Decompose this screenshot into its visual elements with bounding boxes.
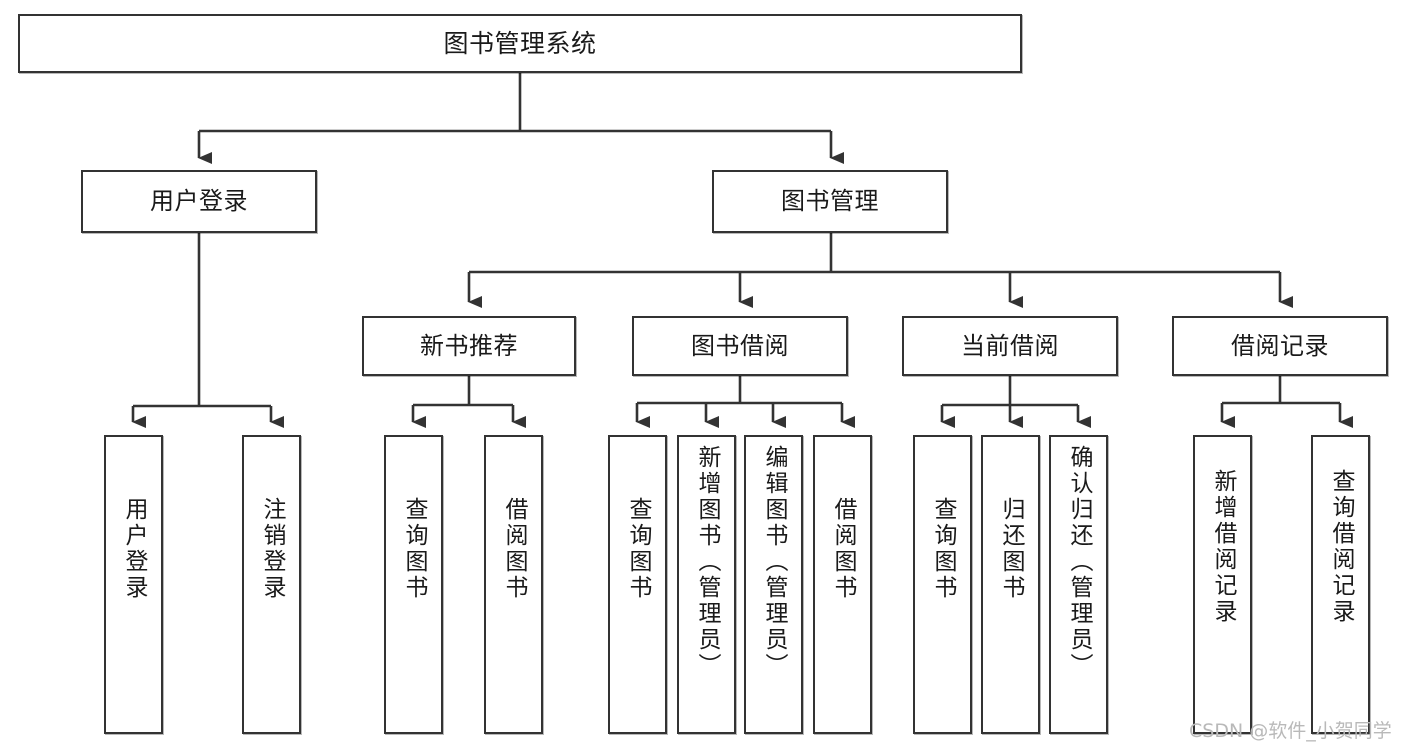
node-label: 借阅图书 <box>501 497 527 601</box>
csdn-watermark: CSDN @软件_小贺同学 <box>1189 720 1392 742</box>
node-user-login[interactable]: 用户登录 <box>81 170 317 233</box>
node-label: 查询图书 <box>930 497 956 601</box>
node-label: 查询借阅记录 <box>1328 469 1354 625</box>
node-label: 新增借阅记录 <box>1210 469 1236 625</box>
node-label: 编辑图书（管理员） <box>761 445 787 679</box>
node-label: 归还图书 <box>998 497 1024 601</box>
node-label: 借阅记录 <box>1231 331 1329 360</box>
node-label: 新增图书（管理员） <box>694 445 720 679</box>
leaf-add-borrow-record[interactable]: 新增借阅记录 <box>1193 435 1252 734</box>
node-new-book-rec[interactable]: 新书推荐 <box>362 316 576 376</box>
leaf-query-book-current[interactable]: 查询图书 <box>913 435 972 734</box>
leaf-confirm-return-admin[interactable]: 确认归还（管理员） <box>1049 435 1108 734</box>
node-borrow-record[interactable]: 借阅记录 <box>1172 316 1388 376</box>
node-label: 借阅图书 <box>830 497 856 601</box>
node-current-borrow[interactable]: 当前借阅 <box>902 316 1118 376</box>
node-label: 图书借阅 <box>691 331 789 360</box>
node-book-borrow[interactable]: 图书借阅 <box>632 316 848 376</box>
leaf-borrow-book-borrow[interactable]: 借阅图书 <box>813 435 872 734</box>
node-label: 用户登录 <box>121 497 147 601</box>
node-label: 图书管理系统 <box>443 28 597 58</box>
leaf-query-book-rec[interactable]: 查询图书 <box>384 435 443 734</box>
leaf-user-login[interactable]: 用户登录 <box>104 435 163 734</box>
node-label: 查询图书 <box>625 497 651 601</box>
node-book-manage[interactable]: 图书管理 <box>712 170 948 233</box>
leaf-query-borrow-record[interactable]: 查询借阅记录 <box>1311 435 1370 734</box>
node-root-system[interactable]: 图书管理系统 <box>18 14 1022 73</box>
node-label: 当前借阅 <box>961 331 1059 360</box>
leaf-add-book-admin[interactable]: 新增图书（管理员） <box>677 435 736 734</box>
node-label: 确认归还（管理员） <box>1066 445 1092 679</box>
node-label: 新书推荐 <box>420 331 518 360</box>
leaf-logout-login[interactable]: 注销登录 <box>242 435 301 734</box>
node-label: 用户登录 <box>150 187 248 216</box>
leaf-return-book[interactable]: 归还图书 <box>981 435 1040 734</box>
leaf-query-book-borrow[interactable]: 查询图书 <box>608 435 667 734</box>
node-label: 注销登录 <box>259 497 285 601</box>
leaf-borrow-book-rec[interactable]: 借阅图书 <box>484 435 543 734</box>
node-label: 查询图书 <box>401 497 427 601</box>
node-label: 图书管理 <box>781 187 879 216</box>
leaf-edit-book-admin[interactable]: 编辑图书（管理员） <box>744 435 803 734</box>
